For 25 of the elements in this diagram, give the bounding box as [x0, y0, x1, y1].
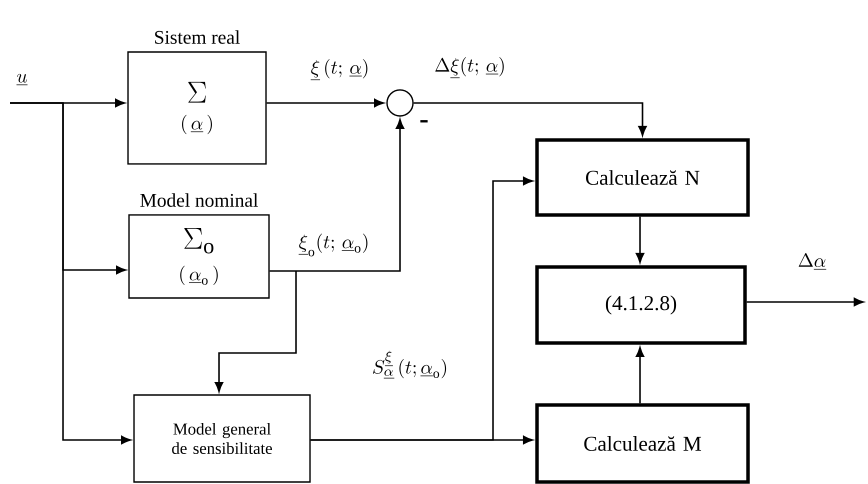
process-box: (4.1.2.8) — [535, 265, 747, 345]
summing-junction — [386, 89, 414, 117]
edge-label: $\underline{\xi}\,(t;\,\underline{\alpha})$ — [310, 59, 368, 80]
system-box: $\Sigma_{\mathrm{o}}$ $(\,\underline{\alpha}_{\mathrm{o}}\,)$ — [128, 214, 270, 299]
arrow — [214, 270, 297, 392]
edge-label: $\Delta\underline{\xi}(t;\,\underline{\alpha})$ — [435, 57, 504, 78]
edge-label: $\Delta\underline{\alpha}$ — [798, 253, 826, 270]
arrow — [310, 176, 533, 441]
edge-label: $\underline{\xi}_{\mathrm{o}}(t;\,\underline{\alpha}_{\mathrm{o}})$ — [298, 234, 368, 256]
process-box: Calculează N — [535, 138, 750, 217]
box-heading: Model nominal — [140, 193, 258, 207]
process-box: Model general de sensibilitate — [133, 394, 311, 483]
minus-sign: - — [420, 120, 428, 122]
arrow — [414, 102, 647, 136]
system-box: $\Sigma$ $(\,\underline{\alpha}\,)$ — [127, 51, 267, 165]
edge-label: $S^{\underline{\xi}}_{\underline{\alpha}}\,(t;\underline{\alpha}_{\mathrm{o}})$ — [373, 350, 446, 378]
edge-label: $\underline{u}$ — [16, 74, 28, 85]
arrow — [746, 298, 864, 306]
process-box: Calculează M — [535, 403, 750, 484]
arrow — [636, 347, 644, 404]
arrow — [266, 98, 384, 108]
arrow — [270, 119, 404, 272]
arrow — [636, 216, 644, 263]
arrow — [10, 102, 131, 444]
box-heading: Sistem real — [155, 30, 240, 44]
